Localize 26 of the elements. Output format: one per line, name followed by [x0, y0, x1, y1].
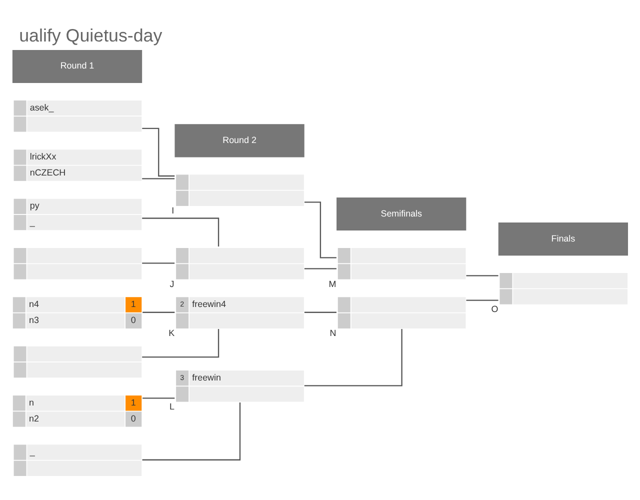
node-label: I: [172, 206, 174, 216]
node-label: L: [170, 401, 175, 412]
connector: [466, 275, 498, 276]
connector: [142, 402, 241, 460]
connector: [142, 218, 220, 246]
connector: [304, 329, 402, 386]
node-label: O: [491, 304, 498, 314]
label: Semifinals: [380, 208, 422, 218]
node-label: J: [170, 278, 174, 289]
node-label: M: [328, 278, 336, 289]
connector: [304, 202, 336, 258]
connector: [304, 268, 336, 270]
connector: [142, 178, 175, 180]
connector: [142, 128, 175, 177]
connector: [142, 312, 175, 313]
connector: [466, 300, 498, 301]
connector: [142, 329, 220, 358]
connector: [304, 312, 336, 313]
node-label: N: [330, 328, 336, 338]
connector: [142, 262, 175, 264]
label: Round 2: [222, 134, 256, 145]
connector: [142, 398, 175, 399]
diagram-title: ualify Quietus-day: [19, 25, 162, 46]
label: Round 1: [60, 60, 94, 71]
label: Finals: [551, 233, 576, 244]
node-label: K: [168, 328, 175, 338]
